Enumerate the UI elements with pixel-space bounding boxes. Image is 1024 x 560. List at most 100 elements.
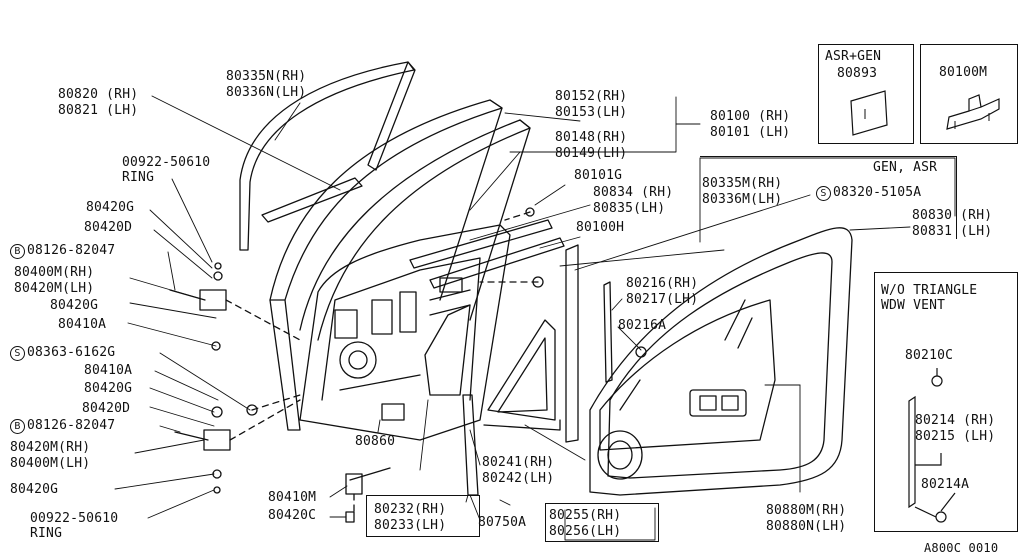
screw-part bbox=[635, 346, 647, 358]
clip-bracket-part bbox=[946, 94, 1000, 130]
inset-title: WDW VENT bbox=[881, 298, 946, 313]
part-label: 80821 (LH) bbox=[58, 103, 139, 118]
bolt-part bbox=[246, 404, 258, 416]
upper-hinge-part bbox=[169, 262, 227, 311]
door-inner-panel-part bbox=[299, 224, 511, 441]
glass-run-channel-part bbox=[239, 61, 416, 251]
part-label: 80834 (RH) bbox=[593, 185, 674, 200]
sash-channel-part bbox=[462, 394, 479, 496]
part-label: 80335N(RH) bbox=[226, 69, 307, 84]
part-label: 80410M bbox=[268, 490, 317, 505]
label-sticker-part bbox=[850, 90, 888, 136]
part-label: 80152(RH) bbox=[555, 89, 628, 104]
part-number: 08126-82047 bbox=[27, 418, 116, 433]
screw-code-badge: S bbox=[10, 346, 25, 361]
part-label: 80820 (RH) bbox=[58, 87, 139, 102]
part-label: 80420G bbox=[84, 381, 133, 396]
part-label: 80233(LH) bbox=[374, 518, 447, 533]
variant-box bbox=[366, 495, 480, 537]
variant-box bbox=[545, 503, 659, 542]
part-label: 80420G bbox=[10, 482, 59, 497]
sash-channel-part bbox=[908, 368, 956, 523]
part-label: 80893 bbox=[837, 66, 878, 81]
part-label: 80255(RH) bbox=[549, 508, 622, 523]
diagram-code: A800C 0010 bbox=[924, 541, 999, 555]
part-label: 80149(LH) bbox=[555, 146, 628, 161]
part-number: 08320-5105A bbox=[833, 185, 922, 200]
part-label: 80336N(LH) bbox=[226, 85, 307, 100]
bolt-code-badge: B bbox=[10, 244, 25, 259]
part-label: 00922-50610 bbox=[122, 155, 211, 170]
part-label: 80101G bbox=[574, 168, 623, 183]
part-label: 80400M(RH) bbox=[14, 265, 95, 280]
part-label: 80830 (RH) bbox=[912, 208, 993, 223]
part-label: 80420G bbox=[86, 200, 135, 215]
part-label: 80215 (LH) bbox=[915, 429, 996, 444]
part-label: 80153(LH) bbox=[555, 105, 628, 120]
part-label: 80410A bbox=[58, 317, 107, 332]
door-trim-panel-part bbox=[589, 227, 853, 496]
part-label: 80420C bbox=[268, 508, 317, 523]
part-label: 80880N(LH) bbox=[766, 519, 847, 534]
part-number: 08126-82047 bbox=[27, 243, 116, 258]
part-label: 80214 (RH) bbox=[915, 413, 996, 428]
regulator-bar-part bbox=[409, 219, 553, 269]
part-label: RING bbox=[122, 170, 155, 185]
part-number: 08363-6162G bbox=[27, 345, 116, 360]
inset-no-vent: W/O TRIANGLE WDW VENT 80210C 80214 (RH) … bbox=[874, 272, 1018, 532]
rear-guide-part bbox=[565, 244, 579, 443]
part-label: 80831 (LH) bbox=[912, 224, 993, 239]
part-label: 80750A bbox=[478, 515, 527, 530]
triangle-vent-part bbox=[483, 319, 561, 431]
mounting-dashed-lines bbox=[225, 211, 539, 513]
part-label: 80216(RH) bbox=[626, 276, 699, 291]
part-label: 80835(LH) bbox=[593, 201, 666, 216]
part-label: 80420M(RH) bbox=[10, 440, 91, 455]
part-label: RING bbox=[30, 526, 63, 541]
screw-code-badge: S bbox=[816, 186, 831, 201]
part-label: 80420D bbox=[82, 401, 131, 416]
inset-title: W/O TRIANGLE bbox=[881, 283, 978, 298]
part-label: 80400M(LH) bbox=[10, 456, 91, 471]
part-label: 80210C bbox=[905, 348, 954, 363]
part-label: 80420M(LH) bbox=[14, 281, 95, 296]
part-label: 80217(LH) bbox=[626, 292, 699, 307]
part-label: 80335M(RH) bbox=[702, 176, 783, 191]
part-label: 80101 (LH) bbox=[710, 125, 791, 140]
part-label: 80232(RH) bbox=[374, 502, 447, 517]
part-label: 80100M bbox=[939, 65, 988, 80]
part-label: 00922-50610 bbox=[30, 511, 119, 526]
part-label: 80420G bbox=[50, 298, 99, 313]
part-label: 80216A bbox=[618, 318, 667, 333]
part-label: 80256(LH) bbox=[549, 524, 622, 539]
part-label: 80148(RH) bbox=[555, 130, 628, 145]
part-label: 80241(RH) bbox=[482, 455, 555, 470]
grommet-part bbox=[525, 207, 535, 217]
door-moulding-part bbox=[261, 177, 363, 223]
part-label: 80420D bbox=[84, 220, 133, 235]
variant-label: GEN, ASR bbox=[873, 160, 938, 175]
part-label: 80410A bbox=[84, 363, 133, 378]
glass-weatherstrip-part bbox=[603, 281, 613, 383]
front-channel-part bbox=[424, 304, 471, 396]
leader-lines bbox=[114, 95, 956, 541]
pin-part bbox=[211, 341, 221, 351]
bolt-code-badge: B bbox=[10, 419, 25, 434]
part-label: 80100 (RH) bbox=[710, 109, 791, 124]
inset-title: ASR+GEN bbox=[825, 49, 882, 64]
lower-hinge-part bbox=[174, 406, 231, 494]
part-label: 80242(LH) bbox=[482, 471, 555, 486]
inset-asr-gen: ASR+GEN 80893 bbox=[818, 44, 914, 144]
part-label: 80336M(LH) bbox=[702, 192, 783, 207]
part-label: 80860 bbox=[355, 434, 396, 449]
part-label: 80880M(RH) bbox=[766, 503, 847, 518]
door-frame-part bbox=[269, 99, 531, 431]
part-label: 80214A bbox=[921, 477, 970, 492]
hole-cover-part bbox=[381, 403, 405, 421]
inset-80100m: 80100M bbox=[920, 44, 1018, 144]
